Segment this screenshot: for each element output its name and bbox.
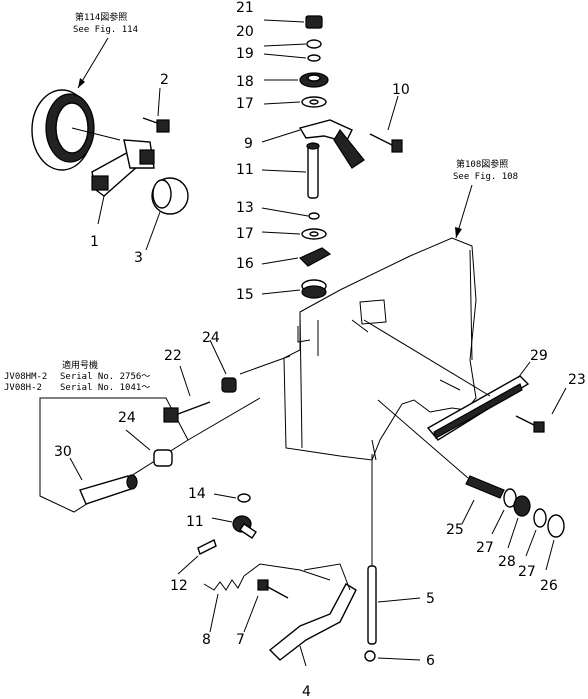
callout-26: 26	[540, 578, 558, 594]
part-27-washer-b	[525, 508, 547, 557]
part-22-stud-bolt	[163, 355, 291, 423]
part-4-lever	[268, 563, 357, 667]
part-19-washer	[263, 53, 321, 62]
callout-4: 4	[302, 684, 311, 699]
callout-8: 8	[202, 632, 211, 648]
applicability-model2: JV08H-2	[4, 383, 42, 393]
part-17-washer-upper	[263, 96, 327, 108]
callout-17b: 17	[236, 226, 254, 242]
part-11-lever-lower	[211, 515, 257, 539]
part-16-plate	[261, 247, 332, 267]
part-6-ring	[364, 650, 421, 662]
part-1-lever-plate	[91, 148, 139, 225]
fig108-ref-en: See Fig. 108	[453, 172, 518, 182]
callout-14: 14	[188, 486, 206, 502]
callout-21: 21	[236, 0, 254, 16]
callout-2: 2	[160, 72, 169, 88]
callout-25: 25	[446, 522, 464, 538]
callout-28: 28	[498, 554, 516, 570]
callout-23: 23	[568, 372, 586, 388]
part-2-bolt	[142, 87, 170, 133]
part-15-seal	[261, 279, 327, 299]
callout-16: 16	[236, 256, 254, 272]
callout-5: 5	[426, 591, 435, 607]
part-1-bracket	[123, 139, 155, 169]
fig114-leader	[77, 37, 109, 89]
governor-housing	[283, 237, 477, 461]
fig108-ref-jp: 第108図参照	[456, 158, 508, 170]
callout-27b: 27	[518, 564, 536, 580]
part-10-bolt	[369, 95, 403, 153]
callout-13: 13	[236, 200, 254, 216]
applicability-serial2: Serial No. 1041～	[60, 383, 150, 393]
callout-11a: 11	[236, 162, 254, 178]
callout-11b: 11	[186, 514, 204, 530]
part-25-spring	[377, 399, 505, 525]
callout-19: 19	[236, 46, 254, 62]
callout-12: 12	[170, 578, 188, 594]
callout-10: 10	[392, 82, 410, 98]
part-7-bolt	[243, 579, 289, 633]
callout-30: 30	[54, 444, 72, 460]
fig108-arrowhead	[455, 227, 462, 238]
part-18-bushing	[264, 72, 329, 88]
fig114-ref-en: See Fig. 114	[73, 25, 138, 35]
part-9-lever	[261, 119, 365, 169]
callout-17a: 17	[236, 96, 254, 112]
part-3-collar	[145, 177, 189, 251]
callout-20: 20	[236, 24, 254, 40]
part-14-washer	[213, 493, 251, 503]
part-5-rod	[367, 454, 421, 645]
callout-6: 6	[426, 653, 435, 669]
part-20-washer	[263, 39, 322, 49]
callout-3: 3	[134, 250, 143, 266]
applicability-model1: JV08HM-2	[4, 372, 47, 382]
part-30-cap-shaft	[69, 457, 138, 505]
part-13-ring	[261, 207, 320, 220]
applicability-header: 適用号機	[62, 359, 98, 371]
callout-24a: 24	[202, 330, 220, 346]
part-8-spring	[203, 563, 331, 633]
callout-27a: 27	[476, 540, 494, 556]
callout-24b: 24	[118, 410, 136, 426]
fig114-arrowhead	[78, 78, 85, 88]
part-11-shaft-upper	[261, 142, 320, 199]
part-27-washer-a	[491, 488, 517, 535]
part-28-nut	[507, 495, 531, 549]
applicability-serial1: Serial No. 2756～	[60, 372, 150, 382]
fig114-ref-jp: 第114図参照	[75, 11, 127, 23]
applicability-connector	[187, 397, 261, 441]
drive-gear-part	[31, 89, 121, 171]
part-12-pin	[177, 539, 217, 575]
callout-18: 18	[236, 74, 254, 90]
part-26-cap-nut	[545, 514, 565, 571]
part-23-bolt	[515, 387, 567, 433]
part-21-nut	[263, 15, 323, 29]
part-29-plate	[363, 319, 531, 441]
part-17-washer-lower	[261, 228, 327, 240]
part-24-nut-upper	[209, 339, 237, 393]
callout-29: 29	[530, 348, 548, 364]
callout-22: 22	[164, 348, 182, 364]
part-24-nut-lower	[125, 429, 173, 467]
callout-9: 9	[244, 136, 253, 152]
callout-7: 7	[236, 632, 245, 648]
callout-1: 1	[90, 234, 99, 250]
callout-15: 15	[236, 287, 254, 303]
